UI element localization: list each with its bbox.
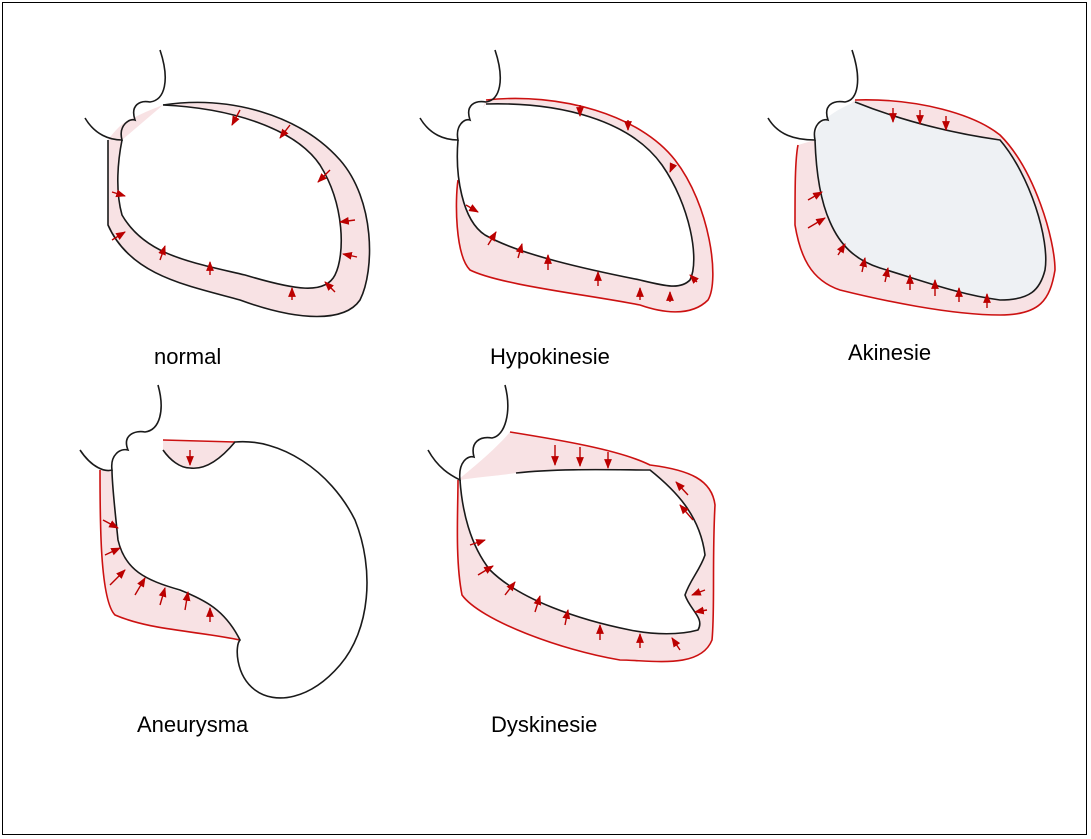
dyskinesie-label: Dyskinesie: [491, 712, 597, 737]
aneurysma-cavity: [112, 442, 367, 698]
hypokinesie-label: Hypokinesie: [490, 344, 610, 369]
normal-label: normal: [154, 344, 221, 369]
akinesie-label: Akinesie: [848, 340, 931, 365]
panel-akinesie: Akinesie: [768, 50, 1055, 365]
panel-dyskinesie: Dyskinesie: [428, 385, 715, 737]
panel-aneurysma: Aneurysma: [80, 385, 367, 737]
panel-normal: normal: [85, 50, 370, 369]
panel-hypokinesie: Hypokinesie: [420, 50, 713, 369]
aneurysma-label: Aneurysma: [137, 712, 249, 737]
